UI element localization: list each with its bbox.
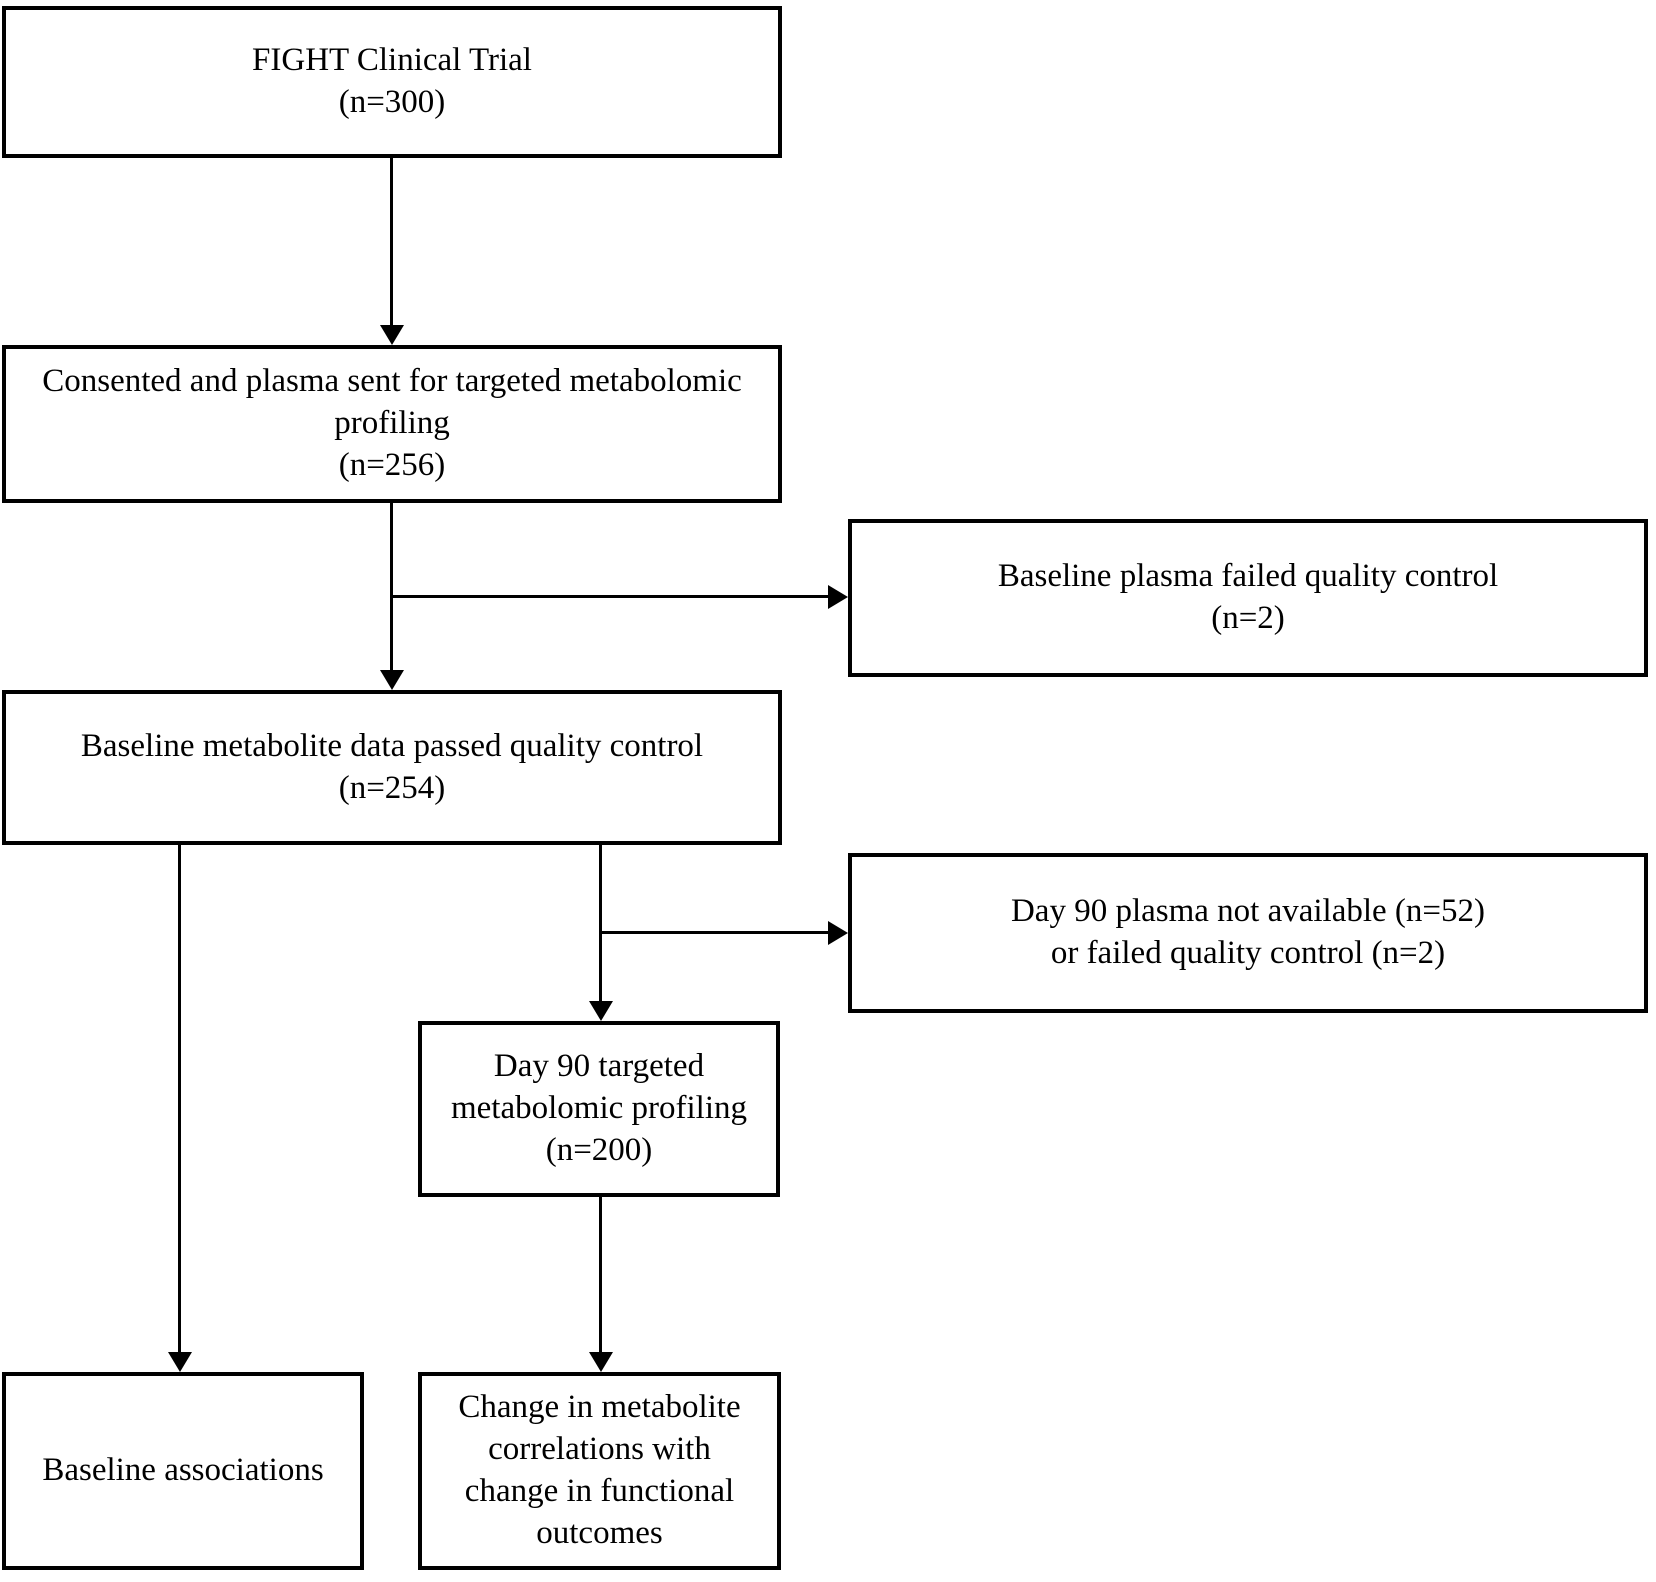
arrowhead-down-icon — [380, 670, 404, 690]
box-title: Baseline associations — [42, 1452, 324, 1489]
box-title: Day 90 plasma not available (n=52) — [1010, 893, 1486, 930]
box-title: FIGHT Clinical Trial — [252, 42, 532, 79]
connector-fight-to-consented-line — [390, 158, 393, 328]
box-baseline-associations: Baseline associations — [2, 1372, 364, 1570]
box-count: (n=256) — [338, 446, 446, 483]
box-baseline-plasma-failed-qc: Baseline plasma failed quality control (… — [848, 519, 1648, 677]
connector-passed-to-day90-line — [599, 845, 602, 1004]
arrowhead-right-icon — [828, 921, 848, 945]
box-title: Change in metabolite — [458, 1389, 741, 1426]
box-title-cont: or failed quality control (n=2) — [1050, 935, 1446, 971]
arrowhead-down-icon — [380, 325, 404, 345]
box-consented-plasma-sent: Consented and plasma sent for targeted m… — [2, 345, 782, 503]
box-count: (n=200) — [545, 1131, 653, 1168]
box-count: (n=254) — [338, 769, 446, 806]
box-title: Baseline metabolite data passed quality … — [80, 727, 704, 764]
box-baseline-metabolite-passed-qc: Baseline metabolite data passed quality … — [2, 690, 782, 845]
box-title: Day 90 targeted — [493, 1048, 705, 1085]
box-count: (n=2) — [1211, 600, 1285, 636]
box-title-cont: profiling — [334, 405, 450, 442]
connector-consented-to-passed-line — [390, 503, 393, 672]
connector-passed-to-associations-line — [178, 845, 181, 1355]
box-day90-targeted-profiling: Day 90 targeted metabolomic profiling (n… — [418, 1021, 780, 1197]
connector-branch-to-day90-excluded-line — [601, 931, 830, 934]
connector-branch-to-baseline-failed-line — [392, 595, 830, 598]
box-title: Baseline plasma failed quality control — [997, 558, 1499, 595]
arrowhead-right-icon — [828, 585, 848, 609]
box-count: (n=300) — [338, 84, 446, 120]
box-title-cont: outcomes — [536, 1514, 663, 1551]
arrowhead-down-icon — [168, 1352, 192, 1372]
box-title-cont: correlations with — [488, 1431, 711, 1468]
arrowhead-down-icon — [589, 1001, 613, 1021]
box-title-cont: metabolomic profiling — [450, 1090, 748, 1127]
arrowhead-down-icon — [589, 1352, 613, 1372]
box-title-cont: change in functional — [464, 1473, 735, 1509]
box-title: Consented and plasma sent for targeted m… — [42, 363, 742, 400]
box-change-metabolite-correlations: Change in metabolite correlations with c… — [418, 1372, 781, 1570]
connector-day90-to-change-line — [599, 1197, 602, 1355]
box-fight-clinical-trial: FIGHT Clinical Trial (n=300) — [2, 6, 782, 158]
box-day90-plasma-not-available: Day 90 plasma not available (n=52) or fa… — [848, 853, 1648, 1013]
